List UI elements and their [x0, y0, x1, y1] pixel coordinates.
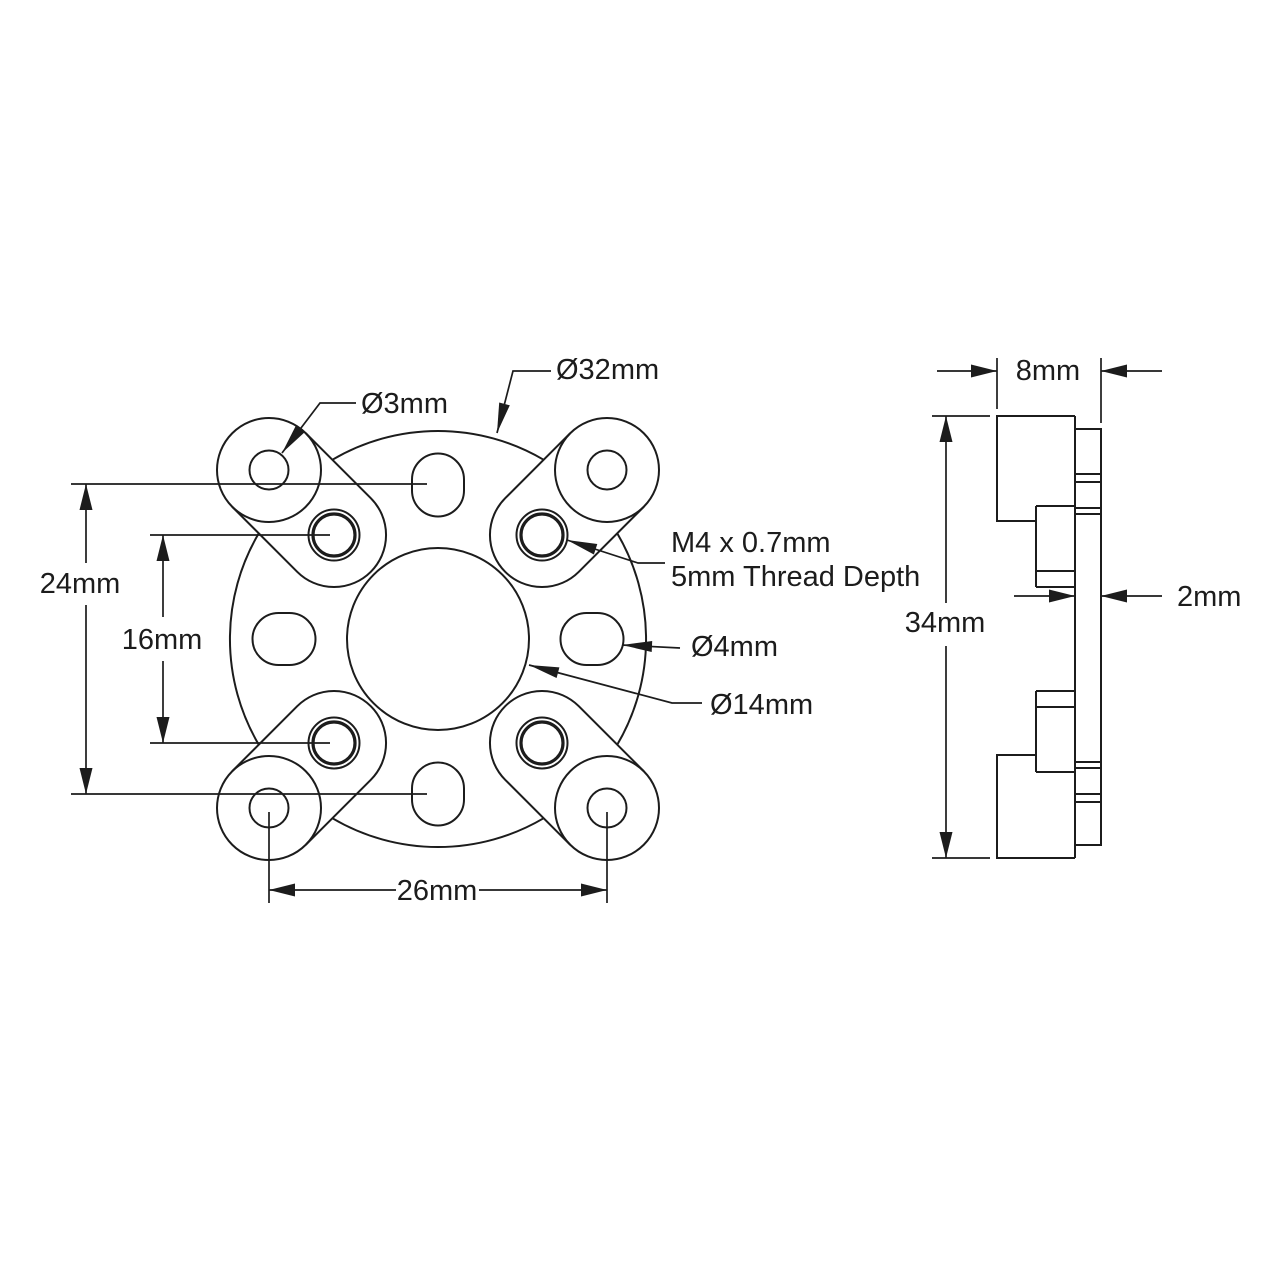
dim-label-26mm: 26mm [397, 875, 478, 907]
arrow-34mm-up [939, 416, 953, 442]
side-bottom-lobe-block [996, 754, 1075, 859]
pilot-hole-top-right [586, 449, 628, 491]
disc-arc-left [229, 532, 260, 746]
arrow-24mm-up [79, 484, 93, 510]
arrow-16mm-up [156, 535, 170, 561]
m4-hole-inner-bottom-right [519, 720, 565, 766]
m4-hole-inner-top-right [519, 512, 565, 558]
dim-label-2mm: 2mm [1177, 581, 1241, 613]
disc-arc-right [616, 532, 647, 746]
arrow-bore [529, 665, 560, 678]
m4-hole-outer-bottom-right [515, 716, 569, 770]
leader-label-pilot-hole: Ø3mm [361, 388, 448, 420]
arrow-2mm-left [1049, 589, 1075, 603]
slot-top [411, 452, 465, 518]
pilot-hole-top-left [248, 449, 290, 491]
center-bore [346, 547, 530, 731]
front-view-arrowheads [79, 402, 653, 897]
arrow-thread [567, 540, 598, 555]
leader-label-slot: Ø4mm [691, 631, 778, 663]
side-view-labels: 8mm 34mm 2mm [905, 355, 1242, 639]
arrow-8mm-right [1101, 364, 1127, 378]
leader-disc [496, 370, 551, 434]
dim-label-34mm: 34mm [905, 607, 986, 639]
m4-hole-outer-top-right [515, 508, 569, 562]
leader-label-thread-line1: M4 x 0.7mm [671, 527, 831, 559]
disc-arc-top [331, 430, 545, 461]
dim-label-24mm: 24mm [40, 568, 121, 600]
side-top-lobe-block [996, 415, 1075, 522]
side-top-boss [1035, 505, 1075, 588]
arrow-pilot-hole [282, 425, 305, 453]
arrow-24mm-down [79, 768, 93, 794]
front-view-labels: 24mm 16mm 26mm Ø3mm Ø32mm M4 x 0.7mm 5mm… [40, 354, 921, 907]
arm-bottom-right [488, 689, 645, 846]
arm-top-right [488, 432, 645, 589]
slot-left [251, 612, 317, 666]
side-plate-hole-edges [1075, 473, 1101, 803]
disc-arc-bottom [331, 817, 545, 848]
lobe-boss-top-left [216, 417, 322, 523]
side-view: 8mm 34mm 2mm [905, 355, 1242, 859]
arrow-slot [622, 641, 653, 652]
lobe-boss-top-right [554, 417, 660, 523]
arrow-26mm-right [581, 883, 607, 897]
side-view-part-outline [996, 415, 1102, 859]
side-bottom-boss [1035, 690, 1075, 773]
front-view: 24mm 16mm 26mm Ø3mm Ø32mm M4 x 0.7mm 5mm… [40, 354, 921, 907]
leader-bore [528, 664, 702, 704]
side-view-arrowheads [939, 364, 1127, 858]
leader-label-disc: Ø32mm [556, 354, 659, 386]
arrow-8mm-left [971, 364, 997, 378]
arrow-disc [497, 402, 510, 433]
dim-label-16mm: 16mm [122, 624, 203, 656]
arrow-26mm-left [269, 883, 295, 897]
arrow-16mm-down [156, 717, 170, 743]
arrow-34mm-down [939, 832, 953, 858]
leader-label-bore: Ø14mm [710, 689, 813, 721]
dim-label-8mm: 8mm [1016, 355, 1080, 387]
arrow-2mm-right [1101, 589, 1127, 603]
arm-top-left [231, 432, 388, 589]
arm-bottom-left [231, 689, 388, 846]
leader-label-thread-line2: 5mm Thread Depth [671, 561, 920, 593]
front-view-dimension-lines [71, 370, 702, 903]
slot-right [559, 612, 625, 666]
side-plate [1075, 428, 1102, 846]
